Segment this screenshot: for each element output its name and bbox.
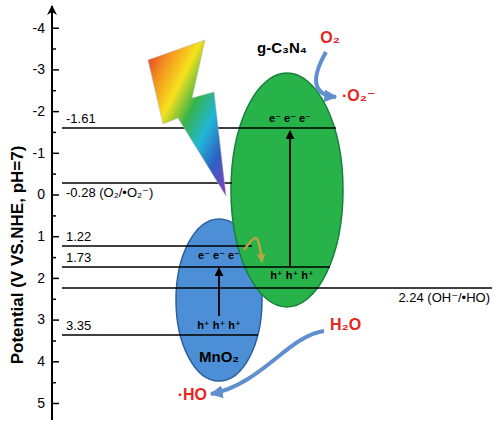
band-ellipse bbox=[176, 219, 262, 381]
electron-transfer-arrow bbox=[244, 238, 262, 262]
level-line bbox=[62, 287, 492, 288]
tick-label: 5 bbox=[37, 396, 45, 411]
tick-label: 0 bbox=[37, 187, 45, 202]
band-ellipse bbox=[231, 73, 343, 307]
level-value: 2.24 (OH⁻/•HO) bbox=[398, 291, 490, 305]
electron-label: e⁻ e⁻ e⁻ bbox=[269, 112, 311, 124]
major-tick bbox=[52, 403, 59, 405]
major-tick bbox=[52, 153, 59, 155]
semiconductor-band-ellipse: g-C₃N₄e⁻ e⁻ e⁻h⁺ h⁺ h⁺ bbox=[230, 72, 344, 308]
major-tick bbox=[52, 111, 59, 113]
reduction-arrow bbox=[316, 52, 336, 97]
level-line bbox=[62, 245, 252, 246]
level-line bbox=[62, 266, 330, 267]
major-tick bbox=[52, 319, 59, 321]
oxidation-arrow bbox=[211, 331, 324, 394]
species-label: O₂ bbox=[320, 29, 340, 47]
tick-label: 1 bbox=[37, 229, 45, 244]
minor-tick bbox=[52, 382, 56, 384]
species-label: ·HO bbox=[178, 386, 207, 404]
energy-levels bbox=[62, 128, 492, 335]
tick-label: 4 bbox=[37, 354, 45, 369]
major-tick bbox=[52, 278, 59, 280]
level-line bbox=[62, 182, 232, 183]
level-line bbox=[62, 334, 258, 335]
minor-tick bbox=[52, 215, 56, 217]
minor-tick bbox=[52, 340, 56, 342]
species-label: ·O₂⁻ bbox=[342, 87, 375, 105]
level-value: -1.61 bbox=[66, 112, 96, 126]
minor-tick bbox=[52, 90, 56, 92]
major-tick bbox=[52, 236, 59, 238]
major-tick bbox=[52, 361, 59, 363]
major-tick bbox=[52, 27, 59, 29]
tick-label: -4 bbox=[33, 21, 45, 36]
minor-tick bbox=[52, 299, 56, 301]
tick-label: -2 bbox=[33, 104, 45, 119]
material-label: g-C₃N₄ bbox=[257, 40, 307, 57]
tick-label: 3 bbox=[37, 312, 45, 327]
minor-tick bbox=[52, 48, 56, 50]
major-tick bbox=[52, 194, 59, 196]
hole-label: h⁺ h⁺ h⁺ bbox=[197, 319, 241, 331]
level-value: 3.35 bbox=[66, 319, 91, 333]
light-bolt bbox=[148, 40, 226, 196]
material-label: MnO₂ bbox=[199, 349, 239, 366]
level-value: 1.73 bbox=[66, 251, 91, 265]
minor-tick bbox=[52, 173, 56, 175]
tick-label: 2 bbox=[37, 271, 45, 286]
minor-tick bbox=[52, 257, 56, 259]
axis-ticks bbox=[52, 28, 59, 403]
hole-label: h⁺ h⁺ h⁺ bbox=[270, 269, 314, 281]
major-tick bbox=[52, 69, 59, 71]
excitation-arrow bbox=[218, 268, 220, 316]
potential-axis bbox=[51, 6, 53, 420]
species-label: H₂O bbox=[330, 316, 361, 334]
electron-label: e⁻ e⁻ e⁻ bbox=[198, 249, 240, 261]
level-value: -0.28 (O₂/•O₂⁻) bbox=[66, 186, 153, 200]
minor-tick bbox=[52, 132, 56, 134]
level-value: 1.22 bbox=[66, 230, 91, 244]
tick-label: -1 bbox=[33, 146, 45, 161]
tick-label: -3 bbox=[33, 62, 45, 77]
excitation-arrow bbox=[289, 131, 291, 266]
axis-title: Potential (V VS.NHE, pH=7) bbox=[9, 146, 28, 365]
